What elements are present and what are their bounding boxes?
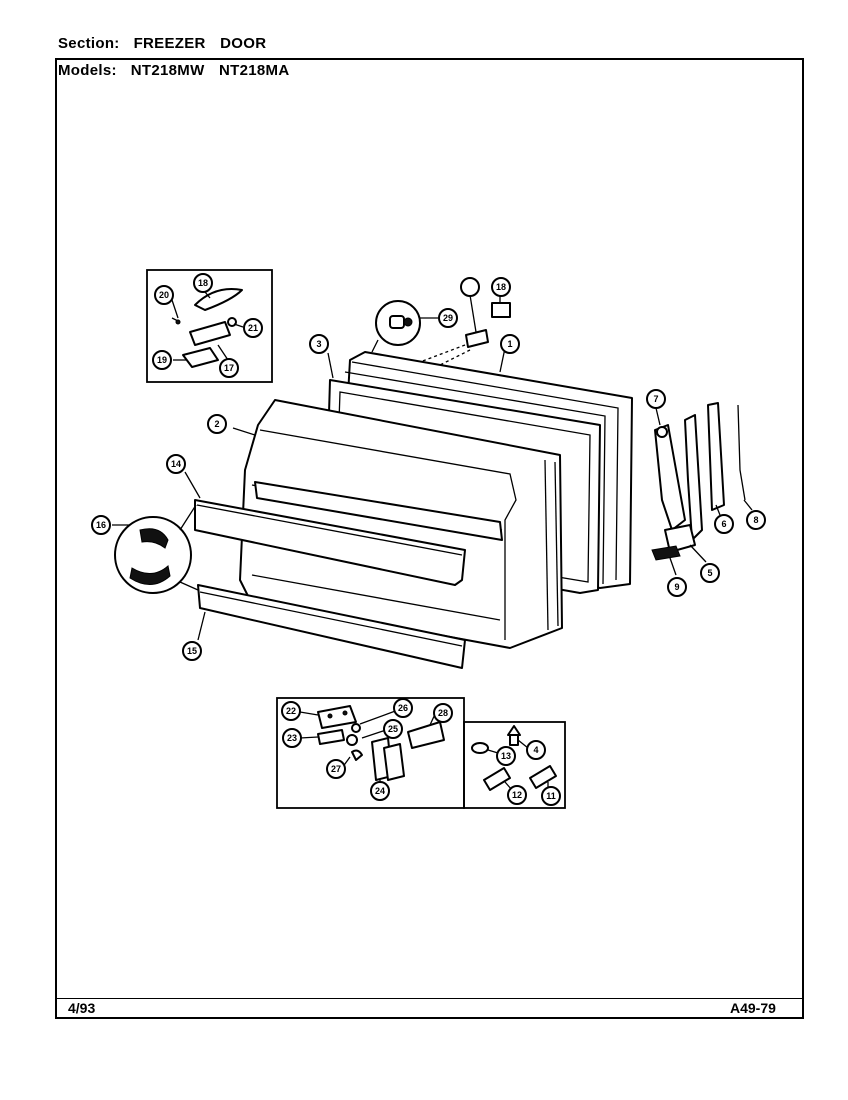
svg-text:26: 26 <box>398 703 408 713</box>
callout-8: 8 <box>746 510 766 530</box>
svg-text:1: 1 <box>507 339 512 349</box>
callout-21: 21 <box>243 318 263 338</box>
part-hinge-hardware <box>317 705 445 781</box>
callout-18b: 18 <box>491 277 511 297</box>
callout-1: 1 <box>500 334 520 354</box>
svg-text:12: 12 <box>512 790 522 800</box>
part-hinge-assembly <box>651 402 746 561</box>
callout-17: 17 <box>219 358 239 378</box>
svg-text:13: 13 <box>501 751 511 761</box>
diagram-frame <box>55 58 804 1019</box>
models-label: Models: <box>58 62 117 79</box>
part-detail-magnifier <box>114 504 199 594</box>
svg-text:25: 25 <box>388 724 398 734</box>
svg-text:22: 22 <box>286 706 296 716</box>
footer-date: 4/93 <box>68 1000 96 1016</box>
svg-text:23: 23 <box>287 733 297 743</box>
part-shelf-bar-upper <box>194 499 466 586</box>
callout-25: 25 <box>383 719 403 739</box>
svg-text:14: 14 <box>171 459 181 469</box>
footer-rule <box>55 998 804 999</box>
callout-23: 23 <box>282 728 302 748</box>
section-heading: Section: FREEZER DOOR <box>58 35 266 52</box>
callout-16: 16 <box>91 515 111 535</box>
part-hinge-cover <box>171 288 243 368</box>
svg-text:19: 19 <box>157 355 167 365</box>
callout-30 <box>460 277 480 297</box>
part-fitting <box>371 300 421 353</box>
svg-text:18: 18 <box>496 282 506 292</box>
callout-4: 4 <box>526 740 546 760</box>
svg-text:11: 11 <box>546 791 556 801</box>
callout-20: 20 <box>154 285 174 305</box>
callout-12: 12 <box>507 785 527 805</box>
callout-9: 9 <box>667 577 687 597</box>
svg-text:29: 29 <box>443 313 453 323</box>
part-shelf-bar-lower <box>197 584 466 669</box>
svg-text:7: 7 <box>653 394 658 404</box>
inset-box-hinge-cover <box>146 269 273 383</box>
models-heading: Models: NT218MW NT218MA <box>58 62 289 79</box>
callout-28: 28 <box>433 703 453 723</box>
svg-text:6: 6 <box>721 519 726 529</box>
callout-29: 29 <box>438 308 458 328</box>
svg-text:24: 24 <box>375 786 385 796</box>
svg-text:21: 21 <box>248 323 258 333</box>
svg-text:20: 20 <box>159 290 169 300</box>
callout-19: 19 <box>152 350 172 370</box>
section-label: Section: <box>58 35 120 52</box>
svg-text:9: 9 <box>674 582 679 592</box>
footer-page-code: A49-79 <box>730 1000 776 1016</box>
callout-18a: 18 <box>193 273 213 293</box>
svg-text:5: 5 <box>707 568 712 578</box>
callout-5: 5 <box>700 563 720 583</box>
models-value: NT218MW NT218MA <box>130 62 290 79</box>
callout-7: 7 <box>646 389 666 409</box>
callout-11: 11 <box>541 786 561 806</box>
part-fasteners <box>471 725 557 791</box>
callout-27: 27 <box>326 759 346 779</box>
svg-text:2: 2 <box>214 419 219 429</box>
svg-text:8: 8 <box>753 515 758 525</box>
svg-text:3: 3 <box>316 339 321 349</box>
inset-box-fasteners <box>463 721 566 809</box>
svg-text:15: 15 <box>187 646 197 656</box>
callout-2: 2 <box>207 414 227 434</box>
svg-text:16: 16 <box>96 520 106 530</box>
svg-text:4: 4 <box>533 745 538 755</box>
part-bracket-small <box>419 302 511 371</box>
callout-6: 6 <box>714 514 734 534</box>
callout-3: 3 <box>309 334 329 354</box>
svg-text:28: 28 <box>438 708 448 718</box>
callout-26: 26 <box>393 698 413 718</box>
part-door-liner <box>239 399 563 649</box>
callout-24: 24 <box>370 781 390 801</box>
section-value: FREEZER DOOR <box>133 35 267 52</box>
svg-text:18: 18 <box>198 278 208 288</box>
svg-text:17: 17 <box>224 363 234 373</box>
callout-22: 22 <box>281 701 301 721</box>
callout-14: 14 <box>166 454 186 474</box>
svg-text:27: 27 <box>331 764 341 774</box>
callout-15: 15 <box>182 641 202 661</box>
callout-13: 13 <box>496 746 516 766</box>
